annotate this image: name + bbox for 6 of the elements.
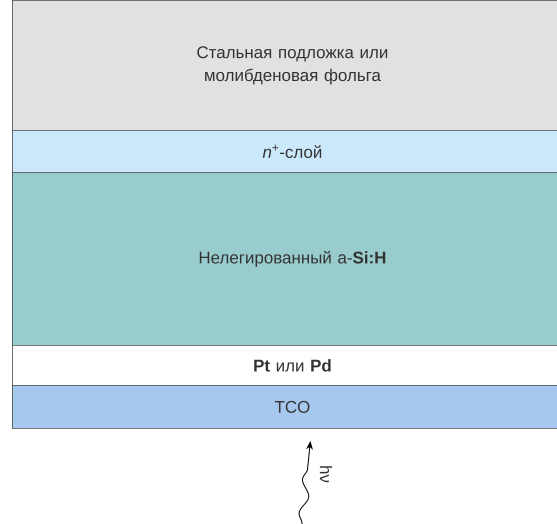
layer-band: TCO <box>12 384 557 429</box>
layer-band: Pt или Pd <box>12 344 557 386</box>
layer-band: Стальная подложка или молибденовая фольга <box>12 0 557 131</box>
layer-band: n$^{+}$-слой <box>12 130 557 173</box>
edge-label: hν <box>320 466 332 482</box>
layer-band: Нелегированный a-Si:H <box>12 172 557 346</box>
